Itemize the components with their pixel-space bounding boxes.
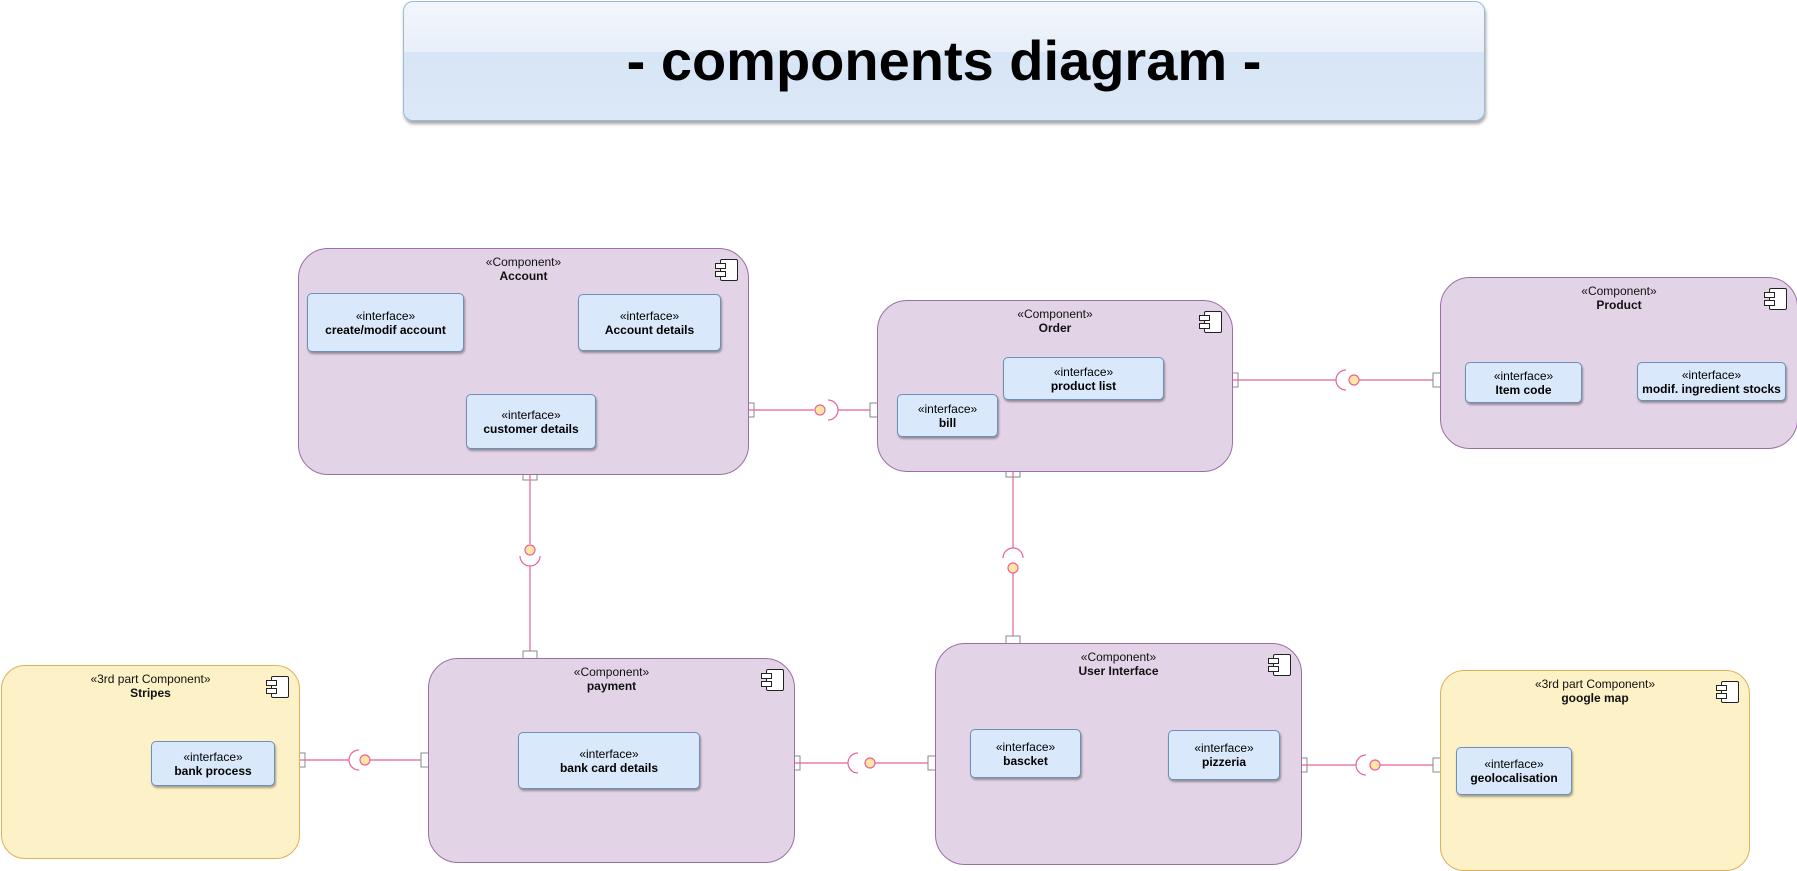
component-stereotype: «Component» <box>1581 284 1657 298</box>
interface-stereotype: «interface» <box>1194 741 1254 755</box>
interface-stereotype: «interface» <box>619 308 680 323</box>
interface-name: Account details <box>604 322 695 337</box>
component-icon <box>761 669 784 691</box>
provided-interface-ball <box>1369 759 1381 771</box>
interface-stereotype: «interface» <box>995 739 1056 754</box>
interface-geolocalisation[interactable]: «interface» geolocalisation <box>1456 747 1572 795</box>
component-user-interface-header: «Component» User Interface <box>936 650 1301 678</box>
interface-stereotype: «interface» <box>183 749 243 764</box>
component-name: Product <box>1596 298 1642 312</box>
required-interface-socket <box>1002 547 1024 559</box>
required-interface-socket <box>519 555 541 567</box>
component-icon <box>266 676 289 698</box>
interface-stereotype: «interface» <box>579 746 639 761</box>
required-interface-socket <box>827 399 839 421</box>
component-name: User Interface <box>1078 664 1159 678</box>
interface-name: create/modif account <box>325 322 446 337</box>
interface-stereotype: «interface» <box>917 401 978 416</box>
component-product-header: «Component» Product <box>1441 284 1797 312</box>
component-stereotype: «3rd part Component» <box>90 672 211 686</box>
component-account-header: «Component» Account <box>299 255 748 283</box>
interface-modif-ingredient-stocks[interactable]: «interface» modif. ingredient stocks <box>1637 362 1786 401</box>
component-stereotype: «Component» <box>573 665 650 679</box>
interface-name: bill <box>938 415 957 430</box>
interface-stereotype: «interface» <box>501 407 561 422</box>
interface-stereotype: «interface» <box>1493 368 1554 383</box>
interface-product-list[interactable]: «interface» product list <box>1003 357 1164 400</box>
interface-bank-card-details[interactable]: «interface» bank card details <box>518 732 700 789</box>
provided-interface-ball <box>814 404 826 416</box>
diagram-title-banner: - components diagram - <box>403 1 1485 121</box>
interface-name: modif. ingredient stocks <box>1642 381 1781 396</box>
provided-interface-ball <box>864 757 876 769</box>
component-payment[interactable]: «Component» payment <box>428 658 795 863</box>
component-icon <box>1764 288 1787 310</box>
component-stereotype: «Component» <box>1017 307 1093 321</box>
component-stereotype: «Component» <box>1080 650 1157 664</box>
interface-stereotype: «interface» <box>1484 757 1544 771</box>
component-stereotype: «Component» <box>485 255 562 269</box>
component-icon <box>715 259 738 281</box>
required-interface-socket <box>348 749 360 771</box>
component-name: Account <box>499 269 548 283</box>
interface-stereotype: «interface» <box>1681 367 1742 382</box>
component-google-map-header: «3rd part Component» google map <box>1441 677 1749 705</box>
interface-name: bank card details <box>559 760 659 775</box>
interface-bascket[interactable]: «interface» bascket <box>970 729 1081 778</box>
interface-stereotype: «interface» <box>355 308 416 323</box>
provided-interface-ball <box>1007 562 1019 574</box>
component-payment-header: «Component» payment <box>429 665 794 693</box>
interface-bill[interactable]: «interface» bill <box>897 394 998 437</box>
interface-name: geolocalisation <box>1470 771 1558 785</box>
component-order-header: «Component» Order <box>878 307 1232 335</box>
required-interface-socket <box>847 752 859 774</box>
required-interface-socket <box>1335 369 1347 391</box>
component-name: payment <box>586 679 637 693</box>
interface-stereotype: «interface» <box>1053 364 1114 379</box>
component-name: Order <box>1038 321 1072 335</box>
interface-bank-process[interactable]: «interface» bank process <box>151 741 275 786</box>
interface-name: bascket <box>1003 753 1048 768</box>
required-interface-socket <box>1355 754 1367 776</box>
interface-name: customer details <box>483 421 579 436</box>
component-icon <box>1199 311 1222 333</box>
provided-interface-ball <box>524 544 536 556</box>
interface-create-modif-account[interactable]: «interface» create/modif account <box>307 293 464 352</box>
diagram-title: - components diagram - <box>626 29 1262 92</box>
interface-item-code[interactable]: «interface» Item code <box>1465 362 1582 403</box>
interface-pizzeria[interactable]: «interface» pizzeria <box>1168 730 1280 780</box>
interface-name: Item code <box>1495 382 1552 397</box>
component-stripes-header: «3rd part Component» Stripes <box>2 672 299 700</box>
component-name: google map <box>1561 691 1629 705</box>
component-icon <box>1716 681 1739 703</box>
interface-name: pizzeria <box>1201 755 1246 769</box>
provided-interface-ball <box>1348 374 1360 386</box>
component-name: Stripes <box>130 686 171 700</box>
component-stereotype: «3rd part Component» <box>1534 677 1656 691</box>
interface-name: bank process <box>174 763 252 778</box>
interface-account-details[interactable]: «interface» Account details <box>578 294 721 351</box>
component-icon <box>1268 654 1291 676</box>
interface-customer-details[interactable]: «interface» customer details <box>466 394 596 449</box>
provided-interface-ball <box>359 754 371 766</box>
interface-name: product list <box>1050 378 1117 393</box>
